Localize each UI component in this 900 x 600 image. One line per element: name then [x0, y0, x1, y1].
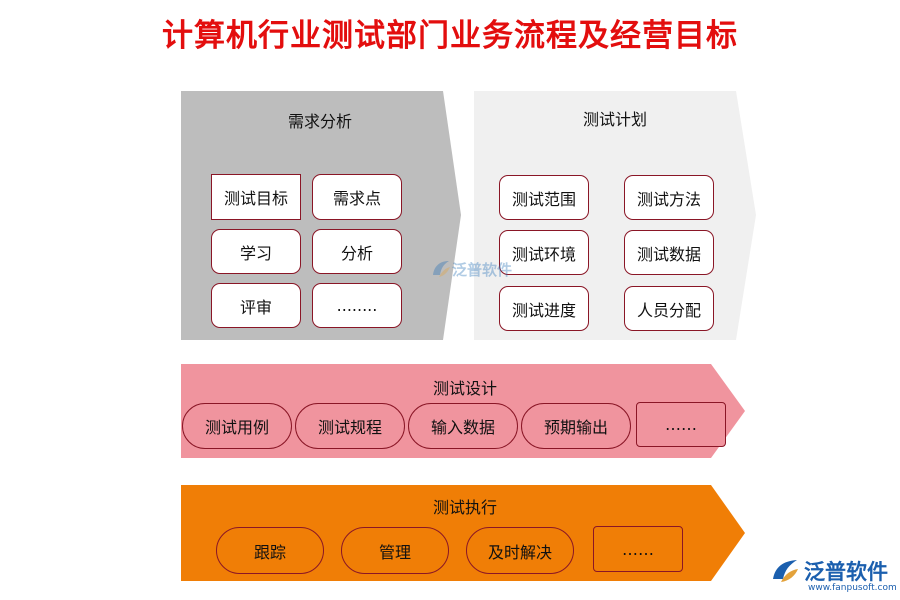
watermark: 泛普软件 — [430, 258, 512, 280]
req-item-study[interactable]: 学习 — [211, 229, 301, 274]
exec-item-tracking[interactable]: 跟踪 — [216, 527, 324, 574]
design-item-test-procedure[interactable]: 测试规程 — [295, 403, 405, 449]
plan-arrow-shape — [474, 91, 756, 340]
design-item-expected-output[interactable]: 预期输出 — [521, 403, 631, 449]
execution-title: 测试执行 — [432, 498, 497, 517]
req-item-analysis[interactable]: 分析 — [312, 229, 402, 274]
exec-item-timely-resolve[interactable]: 及时解决 — [466, 527, 574, 574]
design-item-more[interactable]: …… — [636, 402, 726, 447]
plan-item-scope[interactable]: 测试范围 — [499, 175, 589, 220]
exec-item-more[interactable]: …… — [593, 526, 683, 572]
page-title: 计算机行业测试部门业务流程及经营目标 — [162, 18, 738, 54]
plan-item-environment[interactable]: 测试环境 — [499, 230, 589, 275]
watermark-text: 泛普软件 — [452, 260, 513, 279]
plan-item-method[interactable]: 测试方法 — [624, 175, 714, 220]
brand-logo: 泛普软件 — [770, 556, 888, 586]
watermark-logo-icon — [433, 261, 450, 277]
design-item-test-case[interactable]: 测试用例 — [182, 403, 292, 449]
req-item-requirement-point[interactable]: 需求点 — [312, 174, 402, 220]
req-item-review[interactable]: 评审 — [211, 283, 301, 328]
design-title: 测试设计 — [432, 379, 497, 398]
requirements-title: 需求分析 — [287, 112, 352, 131]
req-item-test-goal[interactable]: 测试目标 — [211, 174, 301, 220]
req-item-more[interactable]: ........ — [312, 283, 402, 328]
plan-item-staffing[interactable]: 人员分配 — [624, 286, 714, 331]
design-item-input-data[interactable]: 输入数据 — [408, 403, 518, 449]
brand-logo-icon — [773, 560, 798, 582]
brand-logo-text: 泛普软件 — [804, 560, 888, 584]
brand-url: www.fanpusoft.com — [808, 583, 897, 593]
exec-item-management[interactable]: 管理 — [341, 527, 449, 574]
plan-item-schedule[interactable]: 测试进度 — [499, 286, 589, 331]
plan-item-data[interactable]: 测试数据 — [624, 230, 714, 275]
plan-title: 测试计划 — [582, 110, 647, 129]
